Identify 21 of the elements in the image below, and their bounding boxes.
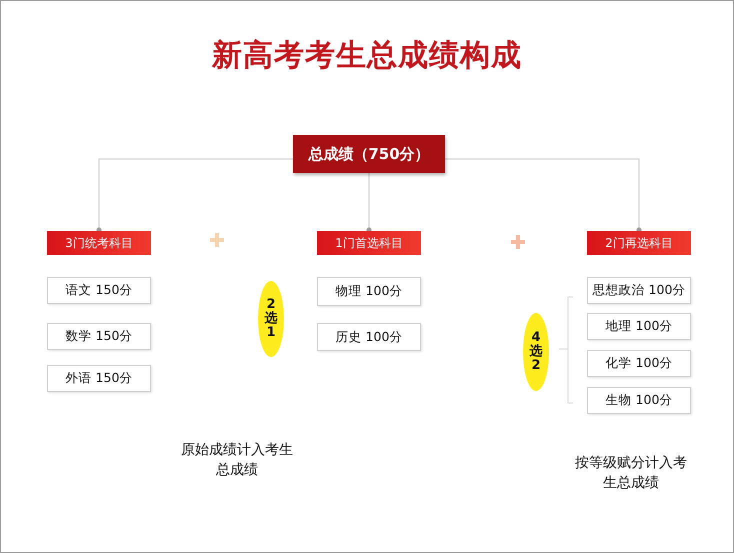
subject-box: 生物 100分 — [587, 387, 691, 414]
connector-line — [445, 158, 642, 232]
diagram-title: 新高考考生总成绩构成 — [210, 37, 523, 75]
category-header: 3门统考科目 — [47, 231, 151, 255]
subject-box: 历史 100分 — [317, 323, 421, 351]
subject-box: 外语 150分 — [47, 365, 151, 392]
subject-box: 思想政治 100分 — [587, 277, 691, 304]
connector-line — [96, 158, 293, 232]
connector-line — [366, 173, 372, 232]
subject-box: 数学 150分 — [47, 323, 151, 350]
choice-oval: 4选2 — [523, 313, 549, 391]
note-text: 原始成绩计入考生总成绩 — [180, 441, 294, 480]
subject-box: 地理 100分 — [587, 313, 691, 340]
total-score-box: 总成绩（750分） — [293, 135, 445, 173]
category-header: 1门首选科目 — [317, 231, 421, 255]
category-header: 2门再选科目 — [587, 231, 691, 255]
subject-box: 物理 100分 — [317, 277, 421, 306]
note-text: 按等级赋分计入考生总成绩 — [574, 454, 688, 493]
choice-oval: 2选1 — [258, 281, 284, 357]
subject-box: 语文 150分 — [47, 277, 151, 304]
subject-box: 化学 100分 — [587, 350, 691, 377]
